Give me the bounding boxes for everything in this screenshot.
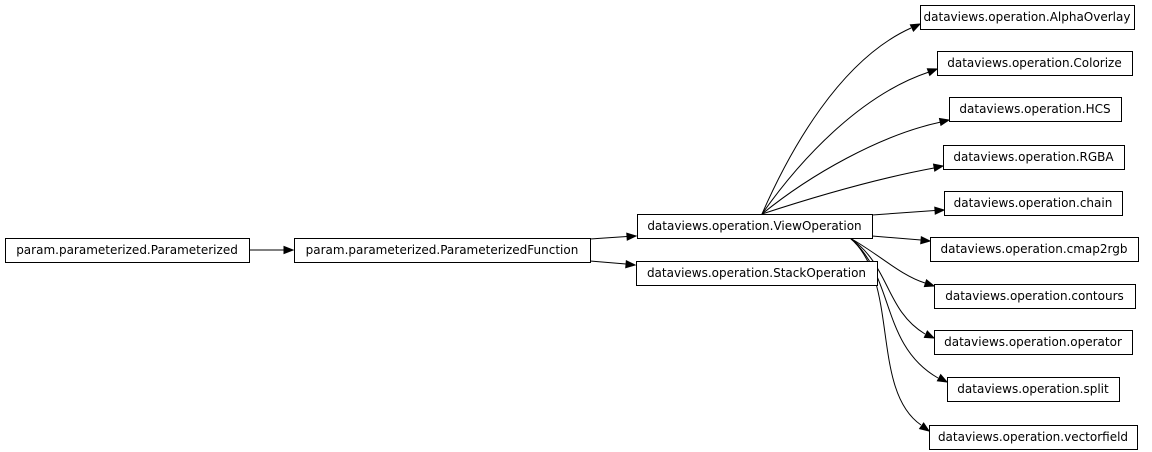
edge-line [589,236,628,240]
edge-line [849,237,939,379]
edge-line [849,237,922,426]
node-chain[interactable]: dataviews.operation.chain [944,191,1123,216]
edge-view-operation-to-operator [849,237,936,339]
node-box [5,238,250,263]
node-label: dataviews.operation.split [957,382,1109,396]
edge-line [849,237,926,335]
edge-parameterized-function-to-view-operation [589,232,638,241]
edge-line [871,210,936,216]
node-split[interactable]: dataviews.operation.split [947,377,1120,402]
node-label: dataviews.operation.RGBA [953,150,1114,164]
edge-view-operation-to-split [849,237,949,383]
node-box [947,377,1120,402]
arrowhead-icon [934,206,946,215]
edge-line [761,121,942,215]
node-box [944,191,1123,216]
arrowhead-icon [625,259,637,269]
edge-view-operation-to-alpha-overlay [761,23,922,215]
arrowhead-icon [909,23,922,32]
arrowhead-icon [923,330,936,339]
node-stack-operation[interactable]: dataviews.operation.StackOperation [636,261,878,286]
edge-view-operation-to-vectorfield [849,237,931,432]
arrowhead-icon [920,235,932,245]
node-parameterized[interactable]: param.parameterized.Parameterized [5,238,250,263]
node-label: param.parameterized.Parameterized [16,243,238,257]
node-view-operation[interactable]: dataviews.operation.ViewOperation [637,214,873,239]
node-box [934,284,1136,309]
arrowhead-icon [626,232,638,241]
node-label: dataviews.operation.HCS [959,102,1110,116]
node-box [937,51,1133,76]
arrowhead-icon [918,422,931,432]
edge-view-operation-to-contours [849,237,936,288]
edge-parameterized-function-to-stack-operation [589,259,637,269]
arrowhead-icon [283,245,295,255]
arrowhead-icon [936,373,949,383]
edge-line [761,167,935,215]
node-label: dataviews.operation.Colorize [947,56,1122,70]
node-box [943,145,1125,170]
node-box [294,238,591,263]
node-label: dataviews.operation.operator [944,335,1122,349]
edge-line [849,237,926,284]
edge-line [761,27,912,215]
node-label: dataviews.operation.AlphaOverlay [924,10,1131,24]
edge-line [761,71,930,215]
node-box [637,214,873,239]
edge-view-operation-to-cmap2rgb [871,235,932,245]
node-label: dataviews.operation.ViewOperation [647,219,861,233]
node-label: dataviews.operation.vectorfield [938,430,1128,444]
node-colorize[interactable]: dataviews.operation.Colorize [937,51,1133,76]
node-cmap2rgb[interactable]: dataviews.operation.cmap2rgb [930,237,1139,262]
node-alpha-overlay[interactable]: dataviews.operation.AlphaOverlay [920,5,1135,30]
node-label: dataviews.operation.chain [954,196,1113,210]
edge-view-operation-to-chain [871,206,946,216]
node-parameterized-function[interactable]: param.parameterized.ParameterizedFunctio… [294,238,591,263]
edges-layer [249,23,951,432]
edge-view-operation-to-rgba [761,163,945,215]
node-vectorfield[interactable]: dataviews.operation.vectorfield [929,425,1138,450]
node-label: dataviews.operation.cmap2rgb [940,242,1127,256]
node-label: dataviews.operation.StackOperation [647,266,866,280]
arrowhead-icon [938,117,951,127]
arrowhead-icon [926,68,939,77]
node-contours[interactable]: dataviews.operation.contours [934,284,1136,309]
edge-line [871,235,922,241]
edge-view-operation-to-hcs [761,117,951,215]
nodes-layer: param.parameterized.Parameterized param.p… [5,5,1139,450]
edge-line [589,260,627,265]
arrowhead-icon [932,163,945,172]
node-box [929,425,1138,450]
node-hcs[interactable]: dataviews.operation.HCS [949,97,1122,122]
node-label: dataviews.operation.contours [945,289,1124,303]
node-box [934,330,1133,355]
node-label: param.parameterized.ParameterizedFunctio… [306,243,579,257]
edge-parameterized-to-parameterized-function [249,245,295,255]
edge-view-operation-to-colorize [761,68,939,215]
node-box [920,5,1135,30]
node-box [949,97,1122,122]
node-rgba[interactable]: dataviews.operation.RGBA [943,145,1125,170]
node-box [636,261,878,286]
node-box [930,237,1139,262]
arrowhead-icon [923,279,936,288]
node-operator[interactable]: dataviews.operation.operator [934,330,1133,355]
